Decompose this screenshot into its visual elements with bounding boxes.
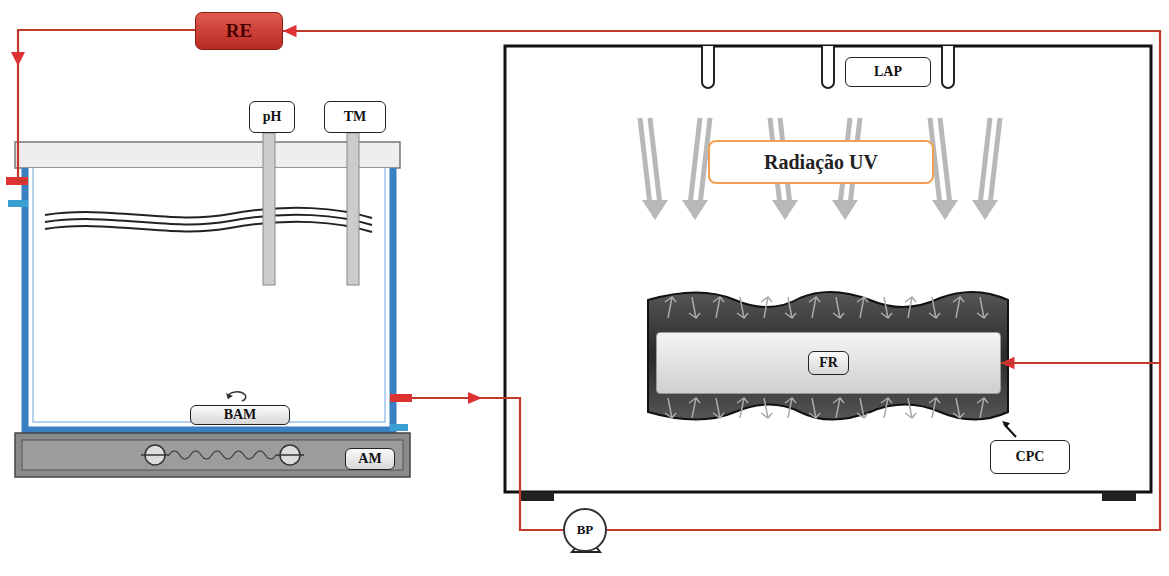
reflected-ray: [809, 398, 820, 418]
vessel-lid: [15, 142, 400, 168]
uv-lamps: [702, 46, 954, 88]
reflected-ray: [689, 398, 700, 418]
cpc-reflector: [648, 292, 1008, 420]
uv-ray-head: [932, 200, 958, 220]
reflected-ray: [713, 297, 724, 318]
uv-ray-head: [772, 200, 798, 220]
jacket-port: [390, 424, 408, 431]
uv-ray: [640, 118, 660, 205]
reflected-ray: [881, 398, 892, 418]
vessel-jacket: [25, 168, 393, 430]
flow-connector: [283, 25, 1160, 363]
node-text: BAM: [224, 407, 257, 423]
node-text: RE: [226, 20, 252, 42]
pump-circle: BP: [563, 508, 607, 552]
tube-line: [283, 31, 1160, 363]
rotation-arrowhead: [226, 393, 233, 399]
photoreactor-tube: FR: [656, 332, 1001, 394]
uv-ray-head: [832, 200, 858, 220]
node-text: BP: [577, 522, 594, 538]
reflected-ray: [929, 398, 940, 418]
reflected-ray: [713, 398, 724, 418]
reflected-ray: [785, 297, 796, 318]
chamber-foot: [520, 492, 554, 501]
reflected-ray: [785, 398, 796, 418]
cpc-pointer-head: [1002, 421, 1010, 428]
arrowhead: [283, 25, 297, 38]
uv-ray-head: [682, 200, 708, 220]
reflected-ray: [881, 297, 892, 318]
irradiation-chamber: [505, 46, 1151, 492]
node-text: pH: [263, 109, 282, 125]
heating-coil: [169, 451, 276, 459]
reflected-ray: [929, 297, 940, 318]
reflected-ray: [857, 398, 868, 418]
lamp-label: LAP: [845, 57, 931, 87]
stir-bar-label: BAM: [190, 405, 290, 425]
flow-arrowhead: [11, 52, 25, 66]
probe-label: pH: [249, 101, 295, 133]
reflected-ray: [905, 398, 916, 418]
reflected-ray: [809, 297, 820, 318]
reflected-ray: [977, 297, 988, 318]
magnetic-stirrer-base: [15, 433, 410, 477]
vessel-inner-wall: [33, 168, 385, 422]
jacket-port: [8, 200, 28, 207]
reflected-ray: [665, 297, 676, 318]
stirrer-panel: [22, 440, 403, 470]
tubing: [18, 30, 563, 530]
uv-rays: [640, 118, 1000, 220]
stirrer-label: AM: [345, 448, 395, 470]
reflected-ray: [953, 297, 964, 318]
reflected-ray: [833, 398, 844, 418]
node-text: CPC: [1016, 449, 1045, 465]
temperature-probe: [347, 133, 359, 285]
recirculation-box: RE: [195, 12, 283, 50]
uv-ray-head: [642, 200, 668, 220]
liquid-surface: [45, 208, 372, 232]
node-text: Radiação UV: [764, 151, 878, 174]
stirrer-magnets: [141, 445, 304, 465]
node-text: LAP: [874, 64, 902, 80]
node-text: AM: [358, 451, 381, 467]
reflected-ray: [833, 297, 844, 318]
flow-arrowhead: [468, 392, 482, 404]
node-text: TM: [344, 109, 367, 125]
uv-ray: [980, 118, 1000, 205]
node-text: FR: [808, 351, 849, 375]
reflected-ray: [665, 398, 676, 418]
reflected-ray: [761, 398, 772, 418]
reflected-ray: [737, 297, 748, 318]
reflected-ray: [905, 297, 916, 318]
reflected-ray: [857, 297, 868, 318]
reflected-ray: [689, 297, 700, 318]
uv-ray-head: [972, 200, 998, 220]
probe-label: TM: [324, 101, 386, 133]
reflected-ray: [953, 398, 964, 418]
cpc-label: CPC: [990, 440, 1070, 474]
chamber-foot: [1102, 492, 1136, 501]
outlet-port: [390, 394, 412, 402]
radiation-label: Radiação UV: [708, 140, 934, 184]
uv-ray: [690, 118, 710, 205]
reflected-ray: [977, 398, 988, 418]
reflected-ray: [737, 398, 748, 418]
reflected-ray: [761, 297, 772, 318]
ph-probe: [263, 133, 275, 285]
